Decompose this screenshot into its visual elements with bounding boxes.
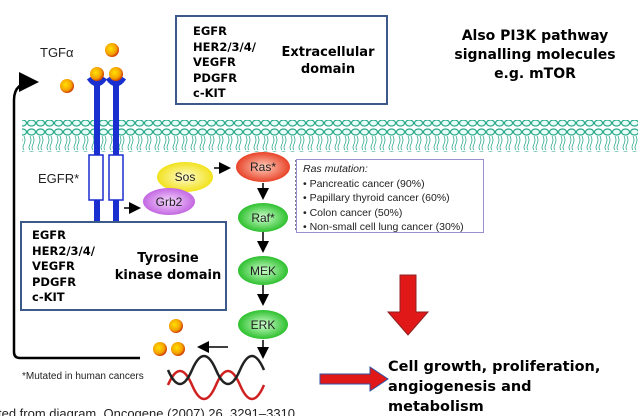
egfr-label: EGFR* (38, 171, 80, 186)
list-item: VEGFR (32, 259, 75, 273)
list-item: • Pancreatic cancer (90%) (303, 177, 425, 190)
list-item: EGFR (32, 228, 67, 242)
ras-mutation-box: Ras mutation: • Pancreatic cancer (90%) … (296, 159, 484, 233)
tyrosine-kinase-label: Tyrosine kinase domain (114, 251, 222, 283)
list-item: • Non-small cell lung cancer (30%) (303, 221, 464, 233)
list-item: EGFR (193, 24, 228, 38)
ligand-balls (60, 43, 185, 356)
list-item: VEGFR (193, 55, 236, 69)
list-item: HER2/3/4/ (32, 243, 95, 258)
list-item: c-KIT (32, 290, 65, 304)
down-red-arrow (386, 274, 430, 336)
list-item: • Papillary thyroid cancer (60%) (303, 192, 450, 204)
list-item: PDGFR (32, 274, 77, 289)
list-item: HER2/3/4/ (193, 39, 256, 54)
list-item: c-KIT (193, 86, 226, 100)
list-item: • Colon cancer (50%) (303, 206, 403, 219)
feedback-arrow (12, 72, 39, 352)
sos-node: Sos (157, 162, 213, 192)
ras-node: Ras* (236, 152, 290, 182)
right-red-arrow (319, 366, 389, 392)
outcome-label: Cell growth, proliferation, angiogenesis… (388, 359, 601, 415)
list-item: PDGFR (193, 70, 238, 85)
ras-mutation-title: Ras mutation: (303, 163, 368, 175)
tgf-alpha-label: TGFα (40, 45, 74, 60)
citation: ted from diagram, Oncogene (2007) 26, 32… (0, 406, 296, 416)
side-note: Also PI3K pathway signalling molecules e… (454, 28, 616, 82)
mek-node: MEK (238, 256, 288, 285)
erk-node: ERK (238, 310, 288, 339)
mutated-note: *Mutated in human cancers (22, 371, 144, 382)
tyrosine-kinase-box: EGFR HER2/3/4/ VEGFR PDGFR c-KIT Tyrosin… (20, 221, 227, 311)
dna-helix-icon (166, 354, 266, 401)
cell-membrane (22, 120, 638, 152)
extracellular-domain-label: Extracellular domain (281, 45, 375, 77)
raf-node: Raf* (238, 203, 288, 232)
egfr-receptor (86, 76, 127, 222)
grb2-node: Grb2 (143, 188, 195, 215)
extracellular-domain-box: EGFR HER2/3/4/ VEGFR PDGFR c-KIT Extrace… (175, 15, 388, 105)
